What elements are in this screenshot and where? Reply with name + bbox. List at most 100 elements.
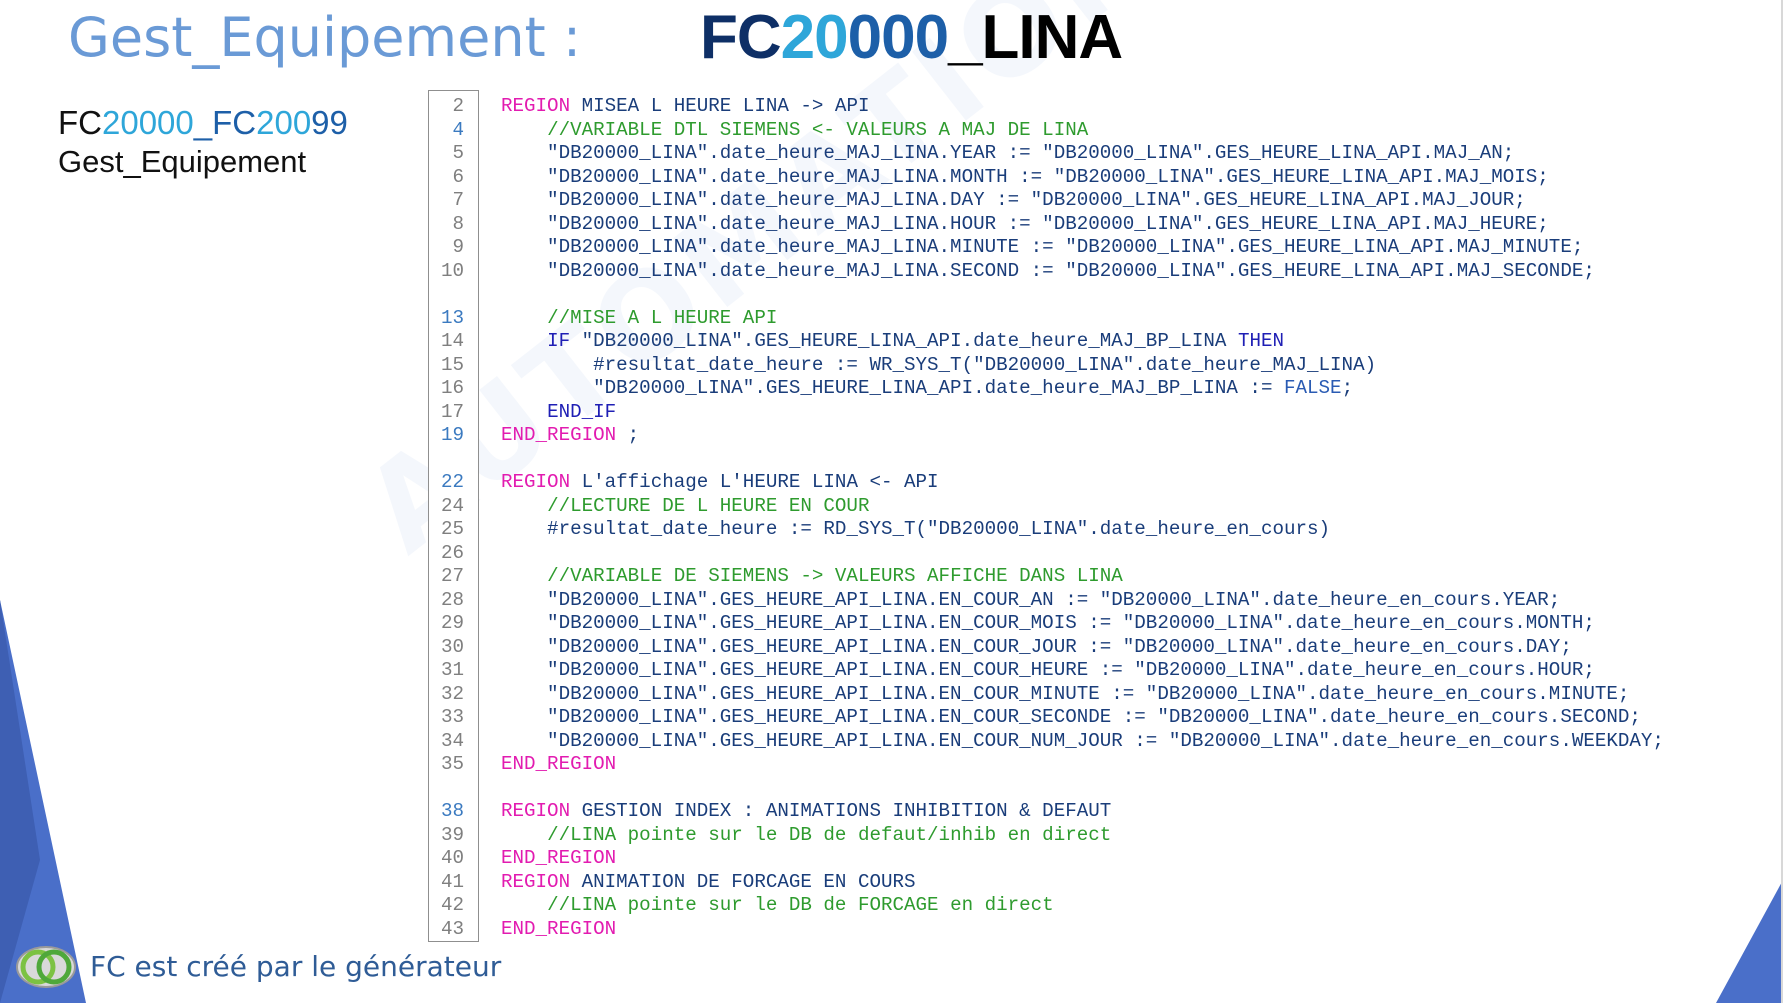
code-token: [501, 307, 547, 329]
line-number: 22: [440, 471, 464, 493]
fc-title-part: 000: [847, 3, 949, 72]
code-token: END_REGION: [501, 424, 617, 446]
code-line: 29 "DB20000_LINA".GES_HEURE_API_LINA.EN_…: [428, 612, 1664, 636]
line-number: 32: [440, 682, 464, 705]
line-number: 13: [440, 306, 464, 329]
line-number: 38: [440, 800, 464, 822]
code-line: 35 END_REGION: [428, 753, 1664, 777]
line-number: 43: [440, 917, 464, 940]
code-token: FALSE: [1283, 377, 1342, 399]
line-number: 39: [440, 823, 464, 846]
line-number-gutter: [428, 90, 479, 942]
line-number: 24: [440, 494, 464, 517]
code-token: //VARIABLE DE SIEMENS -> VALEURS AFFICHE…: [547, 565, 1123, 587]
line-number: 17: [440, 400, 464, 423]
code-token: IF: [547, 330, 571, 352]
code-token: "DB20000_LINA".GES_HEURE_LINA_API.date_h…: [570, 330, 1238, 352]
code-line: 13 //MISE A L HEURE API: [428, 307, 1664, 331]
code-line: 39 //LINA pointe sur le DB de defaut/inh…: [428, 824, 1664, 848]
code-token: [501, 894, 547, 916]
code-token: [501, 495, 547, 517]
line-number: 26: [440, 541, 464, 564]
code-token: REGION: [501, 95, 571, 117]
line-number: 14: [440, 330, 464, 352]
gest-equipement-label: Gest_Equipement: [58, 144, 307, 179]
code-token: "DB20000_LINA".GES_HEURE_API_LINA.EN_COU…: [501, 682, 1630, 705]
code-token: "DB20000_LINA".GES_HEURE_API_LINA.EN_COU…: [501, 635, 1572, 658]
code-line: 26: [428, 542, 1664, 566]
code-line: 34 "DB20000_LINA".GES_HEURE_API_LINA.EN_…: [428, 730, 1664, 754]
code-line: 7 "DB20000_LINA".date_heure_MAJ_LINA.DAY…: [428, 189, 1664, 213]
fc-title-part: FC: [700, 3, 782, 72]
code-line: 30 "DB20000_LINA".GES_HEURE_API_LINA.EN_…: [428, 636, 1664, 660]
fc-title-part: _LINA: [948, 3, 1123, 72]
code-token: END_REGION: [501, 753, 617, 775]
code-token: THEN: [1237, 330, 1284, 352]
code-line: 17 END_IF: [428, 401, 1664, 425]
line-number: 6: [452, 165, 464, 188]
footer-caption: FC est créé par le générateur: [90, 950, 502, 983]
line-number: 35: [440, 753, 464, 775]
code-token: "DB20000_LINA".date_heure_MAJ_LINA.MINUT…: [501, 236, 1584, 258]
code-token: L'affichage L'HEURE LINA <- API: [570, 471, 939, 493]
line-number: 28: [440, 588, 464, 611]
code-token: //VARIABLE DTL SIEMENS <- VALEURS A MAJ …: [547, 118, 1089, 141]
code-line: 22 REGION L'affichage L'HEURE LINA <- API: [428, 471, 1664, 495]
left-blue-triangle: [0, 600, 86, 1003]
line-number: 25: [440, 518, 464, 540]
code-token: [501, 824, 547, 846]
code-token: "DB20000_LINA".date_heure_MAJ_LINA.MONTH…: [501, 165, 1549, 188]
code-token: "DB20000_LINA".date_heure_MAJ_LINA.SECON…: [501, 259, 1595, 282]
code-token: //LINA pointe sur le DB de defaut/inhib …: [547, 823, 1112, 846]
code-token: [501, 565, 547, 587]
code-line: 10 "DB20000_LINA".date_heure_MAJ_LINA.SE…: [428, 260, 1664, 284]
code-line: 42 //LINA pointe sur le DB de FORCAGE en…: [428, 894, 1664, 918]
code-token: #resultat_date_heure := RD_SYS_T("DB2000…: [501, 518, 1331, 540]
code-token: "DB20000_LINA".GES_HEURE_API_LINA.EN_COU…: [501, 729, 1664, 752]
right-blue-triangle: [1716, 880, 1783, 1003]
line-number: 34: [440, 729, 464, 752]
code-token: "DB20000_LINA".date_heure_MAJ_LINA.HOUR …: [501, 212, 1549, 235]
line-number: 40: [440, 847, 464, 869]
code-token: [501, 401, 547, 423]
code-line: 31 "DB20000_LINA".GES_HEURE_API_LINA.EN_…: [428, 659, 1664, 683]
page-title: Gest_Equipement :: [68, 6, 582, 69]
code-token: #resultat_date_heure := WR_SYS_T("DB2000…: [501, 353, 1377, 376]
line-number: 4: [452, 118, 464, 141]
code-line: 4 //VARIABLE DTL SIEMENS <- VALEURS A MA…: [428, 119, 1664, 143]
line-number: 10: [440, 259, 464, 282]
code-token: [501, 330, 547, 352]
code-token: REGION: [501, 471, 571, 493]
line-number: 41: [440, 870, 464, 893]
code-line: 15 #resultat_date_heure := WR_SYS_T("DB2…: [428, 354, 1664, 378]
code-line: 24 //LECTURE DE L HEURE EN COUR: [428, 495, 1664, 519]
line-number: 19: [440, 424, 464, 446]
code-token: "DB20000_LINA".date_heure_MAJ_LINA.DAY :…: [501, 189, 1526, 211]
code-token: REGION: [501, 800, 571, 822]
code-token: "DB20000_LINA".GES_HEURE_LINA_API.date_h…: [501, 377, 1284, 399]
code-line: [428, 777, 1664, 801]
line-number: 27: [440, 565, 464, 587]
line-number: 8: [452, 212, 464, 235]
line-number: 31: [440, 659, 464, 681]
two-rings-logo-icon: [16, 946, 76, 988]
code-line: 28 "DB20000_LINA".GES_HEURE_API_LINA.EN_…: [428, 589, 1664, 613]
line-number: 15: [440, 353, 464, 376]
code-token: ANIMATION DE FORCAGE EN COURS: [570, 870, 916, 893]
fc-range-part: 20000: [102, 104, 194, 141]
code-line: [428, 283, 1664, 307]
code-line: 33 "DB20000_LINA".GES_HEURE_API_LINA.EN_…: [428, 706, 1664, 730]
code-line: 8 "DB20000_LINA".date_heure_MAJ_LINA.HOU…: [428, 213, 1664, 237]
code-token: "DB20000_LINA".GES_HEURE_API_LINA.EN_COU…: [501, 659, 1595, 681]
code-token: "DB20000_LINA".date_heure_MAJ_LINA.YEAR …: [501, 142, 1515, 164]
code-line: 9 "DB20000_LINA".date_heure_MAJ_LINA.MIN…: [428, 236, 1664, 260]
code-token: [501, 119, 547, 141]
line-number: 33: [440, 706, 464, 728]
code-line: [428, 448, 1664, 472]
